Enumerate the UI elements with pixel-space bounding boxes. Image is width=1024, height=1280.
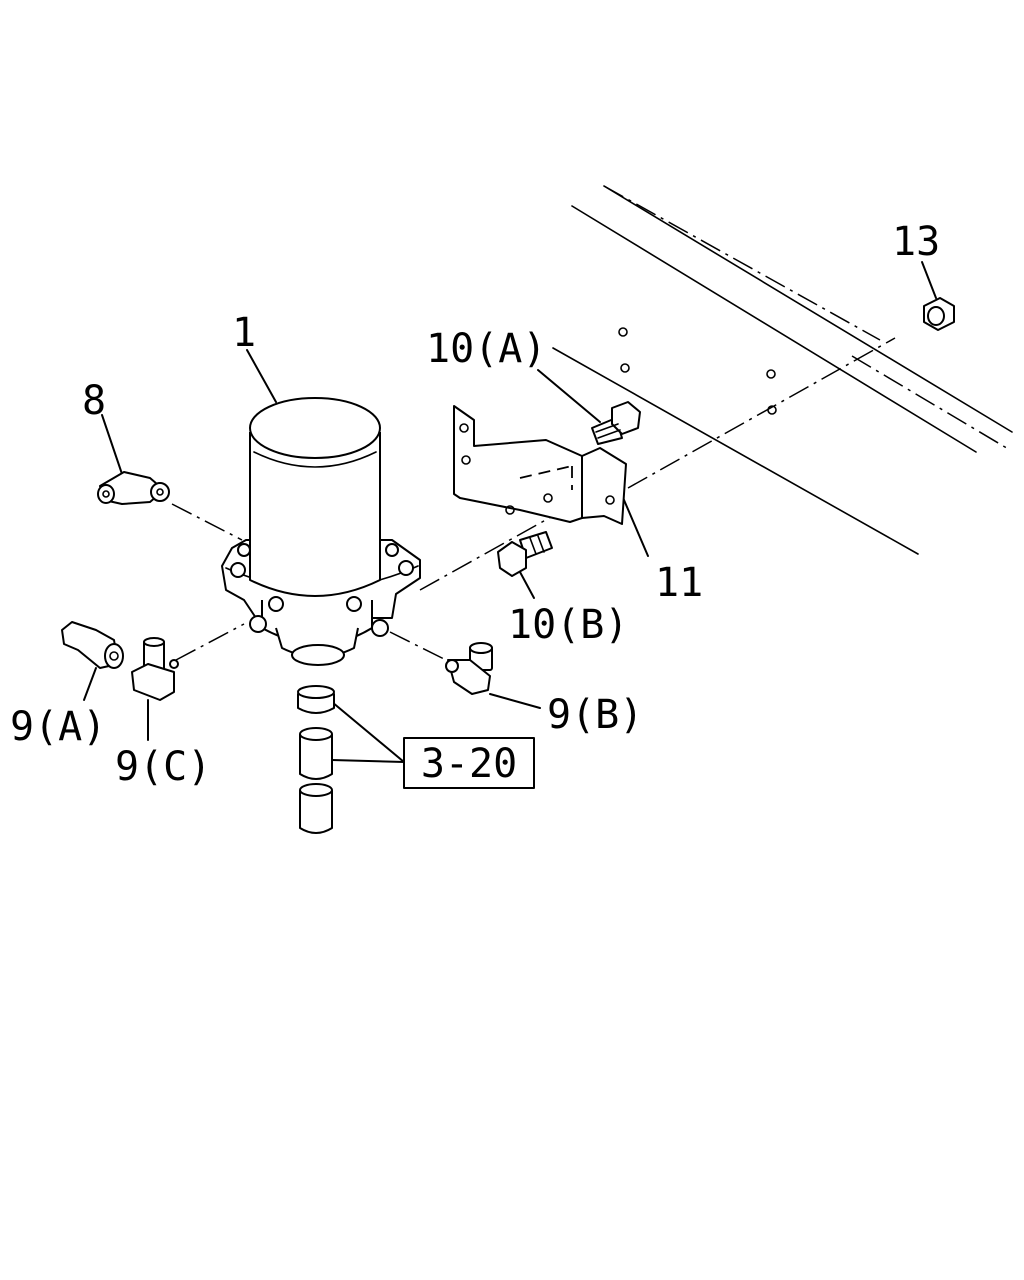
- reference-box: [403, 737, 535, 789]
- callout-13: 13: [892, 219, 940, 265]
- callout-10b: 10(B): [508, 602, 628, 648]
- callout-9a: 9(A): [10, 704, 106, 750]
- reference-label: 3-20: [421, 741, 517, 787]
- bolt-10a: [591, 401, 641, 445]
- mounting-bracket-11: [453, 405, 627, 525]
- axis-line-bracket: [419, 511, 561, 591]
- callout-9b: 9(B): [547, 692, 643, 738]
- elbow-fitting-9c: [131, 637, 179, 701]
- straight-fitting-9a: [61, 621, 124, 669]
- callout-10a: 10(A): [426, 326, 546, 372]
- hose-parts: [297, 685, 335, 834]
- bolt-10b: [497, 531, 553, 577]
- leader-lines: [83, 261, 937, 763]
- callout-8: 8: [82, 378, 106, 424]
- elbow-fitting-9b: [445, 642, 493, 695]
- air-dryer: [221, 397, 421, 666]
- callout-1: 1: [232, 310, 256, 356]
- callout-11: 11: [655, 560, 703, 606]
- elbow-fitting-8: [97, 471, 170, 505]
- nut-13: [923, 297, 955, 331]
- axis-line-nut: [627, 337, 896, 489]
- callout-9c: 9(C): [115, 744, 211, 790]
- frame-rail: [552, 185, 1013, 555]
